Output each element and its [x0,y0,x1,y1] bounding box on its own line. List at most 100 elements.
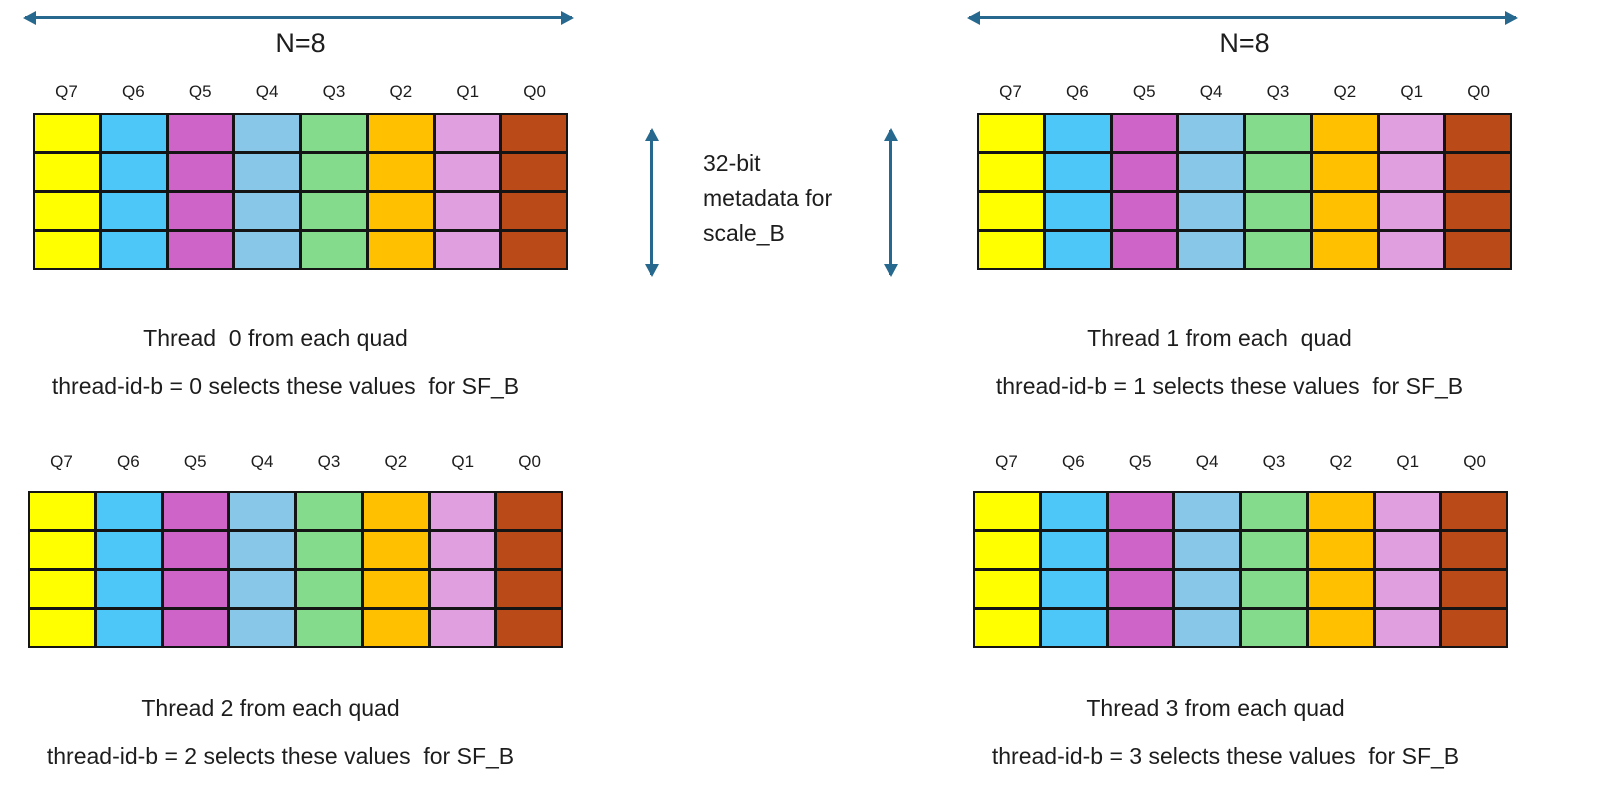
grid-cell-q0-row3 [497,610,561,646]
grid-cell-q1-row2 [1375,571,1440,607]
grid-cell-q6-row2 [1041,571,1106,607]
grid-cell-q0-row1 [1446,154,1510,190]
grid-cell-q0-row1 [1442,532,1506,568]
grid-cell-q5-row2 [1108,571,1173,607]
grid-cell-q1-row2 [430,571,495,607]
grid-cell-q4-row0 [1179,115,1243,151]
grid-cell-q4-row1 [1175,532,1239,568]
quad-label-q5: Q5 [188,82,212,101]
grid-cell-q3-row0 [302,115,366,151]
quad-label-q5: Q5 [1132,82,1156,101]
grid-cell-q0-row1 [502,154,566,190]
grid-cell-q3-row3 [302,232,366,268]
metadata-grid [28,491,563,648]
grid-cell-q3-row0 [1242,493,1306,529]
quad-label-q4: Q4 [255,82,279,101]
grid-cell-q2-row1 [368,154,433,190]
grid-cell-q4-row3 [230,610,294,646]
grid-cell-q6-row3 [1045,232,1110,268]
metadata-grid [977,113,1512,270]
grid-cell-q1-row1 [1379,154,1444,190]
grid-cell-q6-row0 [1045,115,1110,151]
grid-cell-q3-row1 [1242,532,1306,568]
grid-cell-q7-row0 [979,115,1043,151]
quad-label-q2: Q2 [384,452,408,471]
grid-cell-q6-row0 [96,493,161,529]
grid-cell-q0-row2 [502,193,566,229]
grid-cell-q5-row3 [1112,232,1177,268]
grid-cell-q3-row3 [1242,610,1306,646]
grid-cell-q3-row1 [297,532,361,568]
grid-cell-q0-row3 [1442,610,1506,646]
grid-cell-q3-row1 [1246,154,1310,190]
quad-label-q2: Q2 [389,82,413,101]
grid-cell-q0-row0 [1446,115,1510,151]
grid-cell-q4-row1 [230,532,294,568]
grid-cell-q1-row2 [435,193,500,229]
grid-cell-q5-row3 [168,232,233,268]
grid-cell-q1-row0 [1379,115,1444,151]
grid-cell-q3-row2 [1242,571,1306,607]
grid-cell-q0-row2 [497,571,561,607]
quad-label-q2: Q2 [1329,452,1353,471]
grid-cell-q0-row1 [497,532,561,568]
panel-subtitle: thread-id-b = 2 selects these values for… [46,743,515,769]
grid-cell-q7-row2 [975,571,1039,607]
metadata-note-line: metadata for [703,185,833,211]
quad-label-q1: Q1 [1400,82,1424,101]
grid-cell-q2-row3 [1312,232,1377,268]
panel-subtitle: thread-id-b = 0 selects these values for… [51,373,520,399]
quad-label-q7: Q7 [995,452,1018,471]
grid-cell-q4-row2 [1179,193,1243,229]
grid-cell-q3-row1 [302,154,366,190]
grid-cell-q5-row1 [1108,532,1173,568]
metadata-note-line: scale_B [703,220,785,246]
grid-cell-q6-row3 [96,610,161,646]
grid-cell-q3-row2 [1246,193,1310,229]
grid-cell-q2-row0 [1308,493,1373,529]
panel-title: Thread 0 from each quad [143,325,408,351]
grid-cell-q7-row1 [979,154,1043,190]
grid-cell-q4-row3 [235,232,299,268]
grid-cell-q4-row0 [230,493,294,529]
grid-cell-q3-row2 [297,571,361,607]
grid-cell-q2-row2 [1308,571,1373,607]
grid-cell-q1-row3 [1379,232,1444,268]
grid-cell-q3-row3 [297,610,361,646]
grid-cell-q5-row0 [1112,115,1177,151]
grid-cell-q7-row2 [35,193,99,229]
grid-cell-q1-row3 [1375,610,1440,646]
grid-cell-q0-row2 [1442,571,1506,607]
grid-cell-q6-row1 [96,532,161,568]
quad-label-q5: Q5 [183,452,207,471]
metadata-grid [973,491,1508,648]
grid-cell-q3-row2 [302,193,366,229]
grid-cell-q5-row0 [163,493,228,529]
grid-cell-q0-row2 [1446,193,1510,229]
grid-cell-q7-row1 [35,154,99,190]
quad-label-q6: Q6 [116,452,140,471]
grid-cell-q7-row3 [30,610,94,646]
metadata-note-line: 32-bit [703,150,761,176]
grid-cell-q5-row0 [168,115,233,151]
grid-cell-q4-row1 [235,154,299,190]
grid-cell-q4-row3 [1175,610,1239,646]
grid-cell-q2-row0 [368,115,433,151]
grid-cell-q7-row3 [979,232,1043,268]
grid-cell-q0-row0 [497,493,561,529]
grid-cell-q5-row1 [1112,154,1177,190]
quad-label-q6: Q6 [1065,82,1089,101]
panel-subtitle: thread-id-b = 3 selects these values for… [991,743,1460,769]
grid-cell-q5-row2 [163,571,228,607]
grid-cell-q3-row3 [1246,232,1310,268]
grid-cell-q4-row0 [235,115,299,151]
grid-cell-q5-row3 [163,610,228,646]
quad-label-q3: Q3 [317,452,341,471]
grid-cell-q5-row1 [163,532,228,568]
grid-cell-q4-row0 [1175,493,1239,529]
grid-cell-q5-row2 [168,193,233,229]
metadata-note: 32-bit metadata for scale_B [703,146,893,251]
grid-cell-q1-row0 [1375,493,1440,529]
